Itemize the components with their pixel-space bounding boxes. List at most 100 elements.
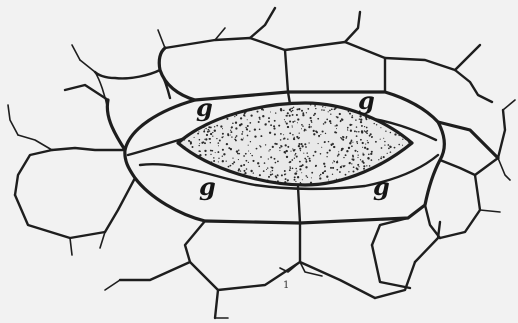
- stipple-dot: [268, 117, 270, 119]
- stipple-dot: [366, 165, 367, 166]
- stipple-dot: [404, 133, 406, 135]
- stipple-dot: [404, 163, 405, 164]
- stipple-dot: [384, 144, 385, 145]
- stipple-dot: [410, 104, 412, 106]
- stipple-dot: [245, 104, 246, 105]
- stipple-dot: [351, 124, 352, 125]
- stipple-dot: [289, 161, 291, 163]
- stipple-dot: [229, 112, 230, 113]
- stipple-dot: [296, 156, 298, 158]
- stipple-dot: [295, 181, 296, 182]
- stipple-dot: [226, 143, 228, 145]
- stipple-dot: [316, 131, 318, 133]
- stipple-dot: [273, 125, 275, 127]
- stipple-dot: [183, 170, 184, 171]
- stipple-dot: [371, 151, 373, 153]
- stipple-dot: [361, 131, 363, 133]
- stipple-dot: [243, 138, 244, 139]
- stipple-dot: [346, 137, 347, 138]
- stipple-dot: [349, 162, 351, 164]
- stipple-dot: [365, 144, 366, 145]
- stipple-dot: [347, 127, 349, 129]
- stipple-dot: [283, 110, 284, 111]
- small-mark: 1: [283, 280, 289, 291]
- stipple-dot: [204, 142, 206, 144]
- stipple-dot: [378, 159, 379, 160]
- stipple-dot: [328, 111, 329, 112]
- stipple-dot: [404, 130, 405, 131]
- stipple-dot: [352, 142, 353, 143]
- stipple-dot: [253, 172, 254, 173]
- stipple-dot: [183, 129, 185, 131]
- stipple-dot: [334, 108, 336, 110]
- stipple-dot: [209, 138, 211, 140]
- stipple-dot: [396, 182, 398, 184]
- stipple-dot: [258, 182, 260, 184]
- stipple-dot: [178, 153, 179, 154]
- stipple-dot: [357, 157, 358, 158]
- stipple-dot: [284, 170, 286, 172]
- stipple-dot: [297, 118, 299, 120]
- stipple-dot: [370, 177, 372, 179]
- stipple-dot: [286, 123, 288, 125]
- stipple-dot: [315, 166, 316, 167]
- stipple-dot: [230, 148, 232, 150]
- stipple-dot: [187, 176, 189, 178]
- stipple-dot: [264, 162, 266, 164]
- stipple-dot: [216, 138, 217, 139]
- stipple-dot: [367, 140, 368, 141]
- stipple-dot: [314, 151, 316, 153]
- stipple-dot: [357, 151, 358, 152]
- stipple-dot: [177, 128, 179, 130]
- stipple-dot: [370, 153, 372, 155]
- stipple-dot: [351, 145, 353, 147]
- stipple-dot: [298, 145, 300, 147]
- stipple-dot: [286, 150, 288, 152]
- stipple-dot: [220, 125, 222, 127]
- stipple-dot: [320, 174, 322, 176]
- stipple-dot: [184, 120, 185, 121]
- stipple-dot: [398, 121, 400, 123]
- stipple-dot: [294, 149, 296, 151]
- stipple-dot: [250, 141, 251, 142]
- stipple-dot: [322, 106, 323, 107]
- stipple-dot: [398, 144, 400, 146]
- stipple-dot: [214, 126, 215, 127]
- stipple-dot: [341, 138, 343, 140]
- stipple-dot: [406, 132, 408, 134]
- stipple-dot: [204, 139, 205, 140]
- stipple-dot: [192, 172, 194, 174]
- stipple-dot: [359, 115, 361, 117]
- stipple-dot: [392, 110, 393, 111]
- stipple-dot: [290, 151, 291, 152]
- stipple-dot: [304, 129, 306, 131]
- stipple-dot: [326, 156, 327, 157]
- stipple-dot: [218, 174, 220, 176]
- stipple-dot: [360, 121, 362, 123]
- stipple-dot: [331, 108, 333, 110]
- stipple-dot: [239, 105, 241, 107]
- stipple-dot: [244, 172, 246, 174]
- stipple-dot: [351, 116, 353, 118]
- stipple-dot: [358, 131, 360, 133]
- stipple-dot: [192, 177, 194, 179]
- stipple-dot: [244, 102, 246, 104]
- stipple-dot: [381, 156, 382, 157]
- stipple-dot: [301, 128, 302, 129]
- stipple-dot: [380, 139, 381, 140]
- stipple-dot: [311, 177, 312, 178]
- stipple-dot: [259, 117, 261, 119]
- stipple-dot: [277, 161, 279, 163]
- stipple-dot: [332, 162, 333, 163]
- stipple-dot: [276, 143, 278, 145]
- stipple-dot: [319, 177, 321, 179]
- stipple-dot: [362, 147, 363, 148]
- stipple-dot: [324, 121, 326, 123]
- stipple-dot: [324, 141, 326, 143]
- stipple-dot: [216, 104, 218, 106]
- stipple-dot: [360, 159, 361, 160]
- stipple-dot: [307, 156, 309, 158]
- guard-cell-label-upper-right: g: [358, 86, 375, 115]
- stipple-dot: [313, 114, 315, 116]
- stipple-dot: [183, 182, 185, 184]
